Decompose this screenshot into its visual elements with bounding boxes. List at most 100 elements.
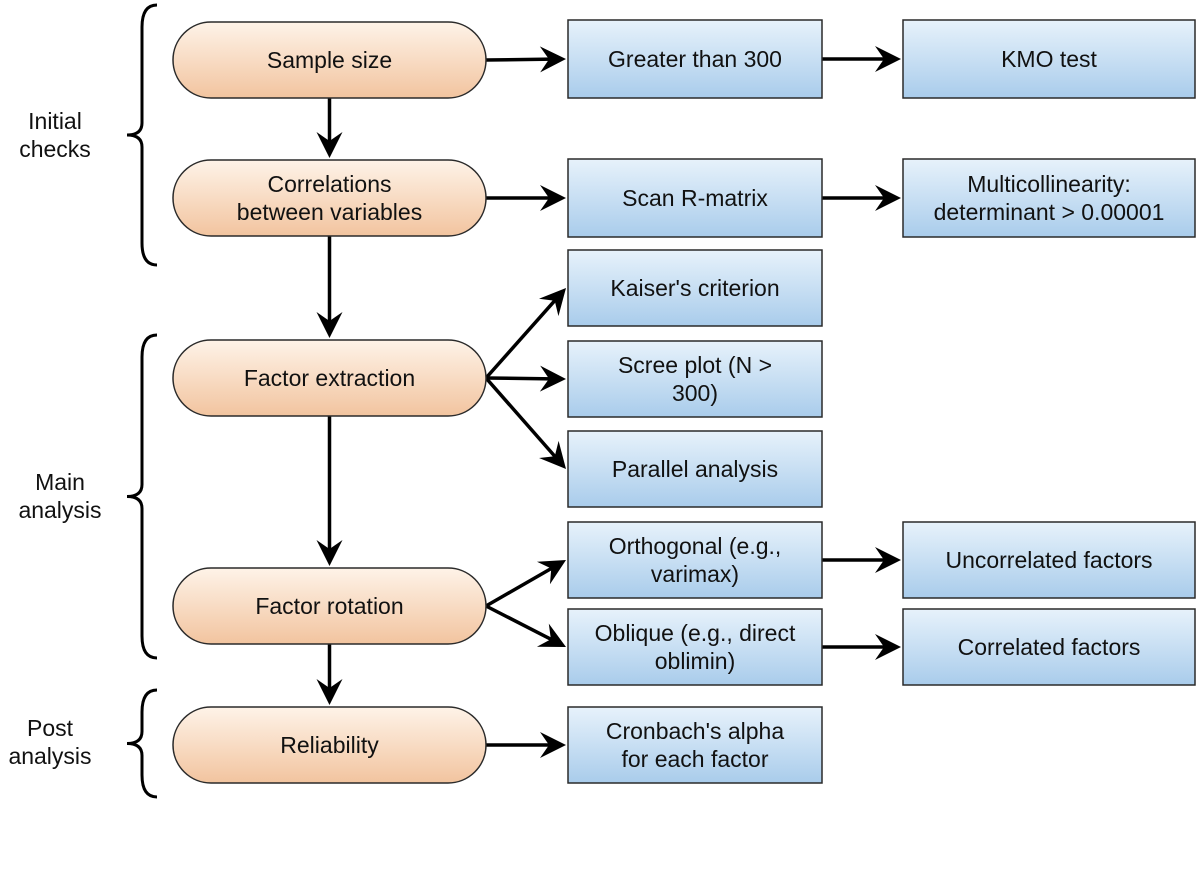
edge-line: [485, 57, 553, 62]
orthogonal-line-1: Orthogonal (e.g.,: [609, 533, 782, 559]
box-node-label: Multicollinearity:determinant > 0.00001: [934, 171, 1165, 225]
group-initial-line-2: checks: [19, 136, 91, 162]
arrow-head: [316, 132, 343, 158]
edge-sample-size-to-greater-than-300: [485, 46, 566, 73]
box-node-kmo-test: KMO test: [902, 19, 1196, 99]
box-node-label: Parallel analysis: [612, 456, 778, 482]
arrow-head: [539, 440, 566, 469]
box-node-shape: [567, 158, 823, 238]
reliability-line-1: Reliability: [280, 732, 379, 758]
edge-oblique-to-correlated-factors: [822, 634, 901, 660]
box-node-correlated-factors: Correlated factors: [902, 608, 1196, 686]
edge-line: [485, 604, 555, 643]
box-node-label: Uncorrelated factors: [945, 547, 1152, 573]
process-node-reliability: Reliability: [172, 706, 487, 784]
arrow-head: [536, 560, 566, 585]
arrow-head: [875, 547, 901, 573]
box-node-shape: [567, 19, 823, 99]
process-node-label: Factor rotation: [255, 593, 403, 619]
process-node-factor-extraction: Factor extraction: [172, 339, 487, 417]
orthogonal-line-2: varimax): [651, 561, 739, 587]
cronbachs-alpha-line-2: for each factor: [621, 746, 768, 772]
box-node-shape: [567, 249, 823, 327]
box-node-shape: [567, 608, 823, 686]
box-node-parallel-analysis: Parallel analysis: [567, 430, 823, 508]
edge-scan-r-matrix-to-multicollinearity: [822, 185, 901, 211]
box-node-uncorrelated-factors: Uncorrelated factors: [902, 521, 1196, 599]
uncorrelated-factors-line-1: Uncorrelated factors: [945, 547, 1152, 573]
kmo-test-line-1: KMO test: [1001, 46, 1097, 72]
edge-factor-extraction-to-kaisers-criterion: [484, 288, 566, 380]
process-node-sample-size: Sample size: [172, 21, 487, 99]
group-post-line-2: analysis: [8, 743, 91, 769]
kaisers-criterion-line-1: Kaiser's criterion: [610, 275, 779, 301]
process-node-label: Sample size: [267, 47, 392, 73]
arrow-head: [539, 365, 566, 392]
edge-correlations-to-factor-extraction: [316, 236, 343, 338]
box-node-label: Correlated factors: [958, 634, 1141, 660]
process-node-shape: [172, 567, 487, 645]
box-node-label: Scan R-matrix: [622, 185, 768, 211]
edge-factor-rotation-to-reliability: [316, 644, 343, 705]
edge-factor-extraction-to-scree-plot: [485, 365, 566, 392]
parallel-analysis-line-1: Parallel analysis: [612, 456, 778, 482]
arrow-head: [316, 679, 343, 705]
box-node-multicollinearity: Multicollinearity:determinant > 0.00001: [902, 158, 1196, 238]
box-node-shape: [902, 608, 1196, 686]
arrow-head: [316, 312, 343, 338]
greater-than-300-line-1: Greater than 300: [608, 46, 782, 72]
process-node-shape: [172, 159, 487, 237]
multicollinearity-line-2: determinant > 0.00001: [934, 199, 1165, 225]
edges-layer: [316, 46, 901, 758]
edge-correlations-to-scan-r-matrix: [486, 185, 566, 211]
oblique-line-1: Oblique (e.g., direct: [595, 620, 796, 646]
edge-line: [484, 376, 559, 460]
edge-line: [485, 376, 553, 381]
correlated-factors-line-1: Correlated factors: [958, 634, 1141, 660]
edge-reliability-to-cronbachs-alpha: [486, 732, 566, 758]
group-post-line-1: Post: [27, 715, 74, 741]
box-node-shape: [567, 340, 823, 418]
arrow-head: [539, 288, 566, 317]
group-initial-line-1: Initial: [28, 108, 82, 134]
edge-sample-size-to-correlations: [316, 98, 343, 158]
box-node-shape: [567, 706, 823, 784]
group-main-line-2: analysis: [18, 497, 101, 523]
box-node-label: Kaiser's criterion: [610, 275, 779, 301]
edge-greater-than-300-to-kmo-test: [822, 46, 901, 72]
box-node-greater-than-300: Greater than 300: [567, 19, 823, 99]
oblique-line-2: oblimin): [655, 648, 736, 674]
box-node-shape: [902, 521, 1196, 599]
brace-icon: [126, 3, 158, 267]
box-node-label: Greater than 300: [608, 46, 782, 72]
box-node-shape: [902, 158, 1196, 238]
multicollinearity-line-1: Multicollinearity:: [967, 171, 1131, 197]
arrow-head: [540, 732, 566, 758]
box-node-label: Scree plot (N >300): [618, 352, 772, 406]
correlations-line-2: between variables: [237, 199, 422, 225]
scan-r-matrix-line-1: Scan R-matrix: [622, 185, 768, 211]
edge-factor-extraction-to-factor-rotation: [316, 416, 343, 566]
arrow-head: [536, 623, 566, 647]
process-node-label: Factor extraction: [244, 365, 415, 391]
arrow-head: [539, 46, 566, 73]
edge-factor-extraction-to-parallel-analysis: [484, 376, 566, 469]
arrow-head: [540, 185, 566, 211]
box-node-orthogonal: Orthogonal (e.g.,varimax): [567, 521, 823, 599]
edge-factor-rotation-to-oblique: [485, 604, 566, 647]
process-node-shape: [172, 706, 487, 784]
box-node-label: Orthogonal (e.g.,varimax): [609, 533, 782, 587]
arrow-head: [875, 185, 901, 211]
